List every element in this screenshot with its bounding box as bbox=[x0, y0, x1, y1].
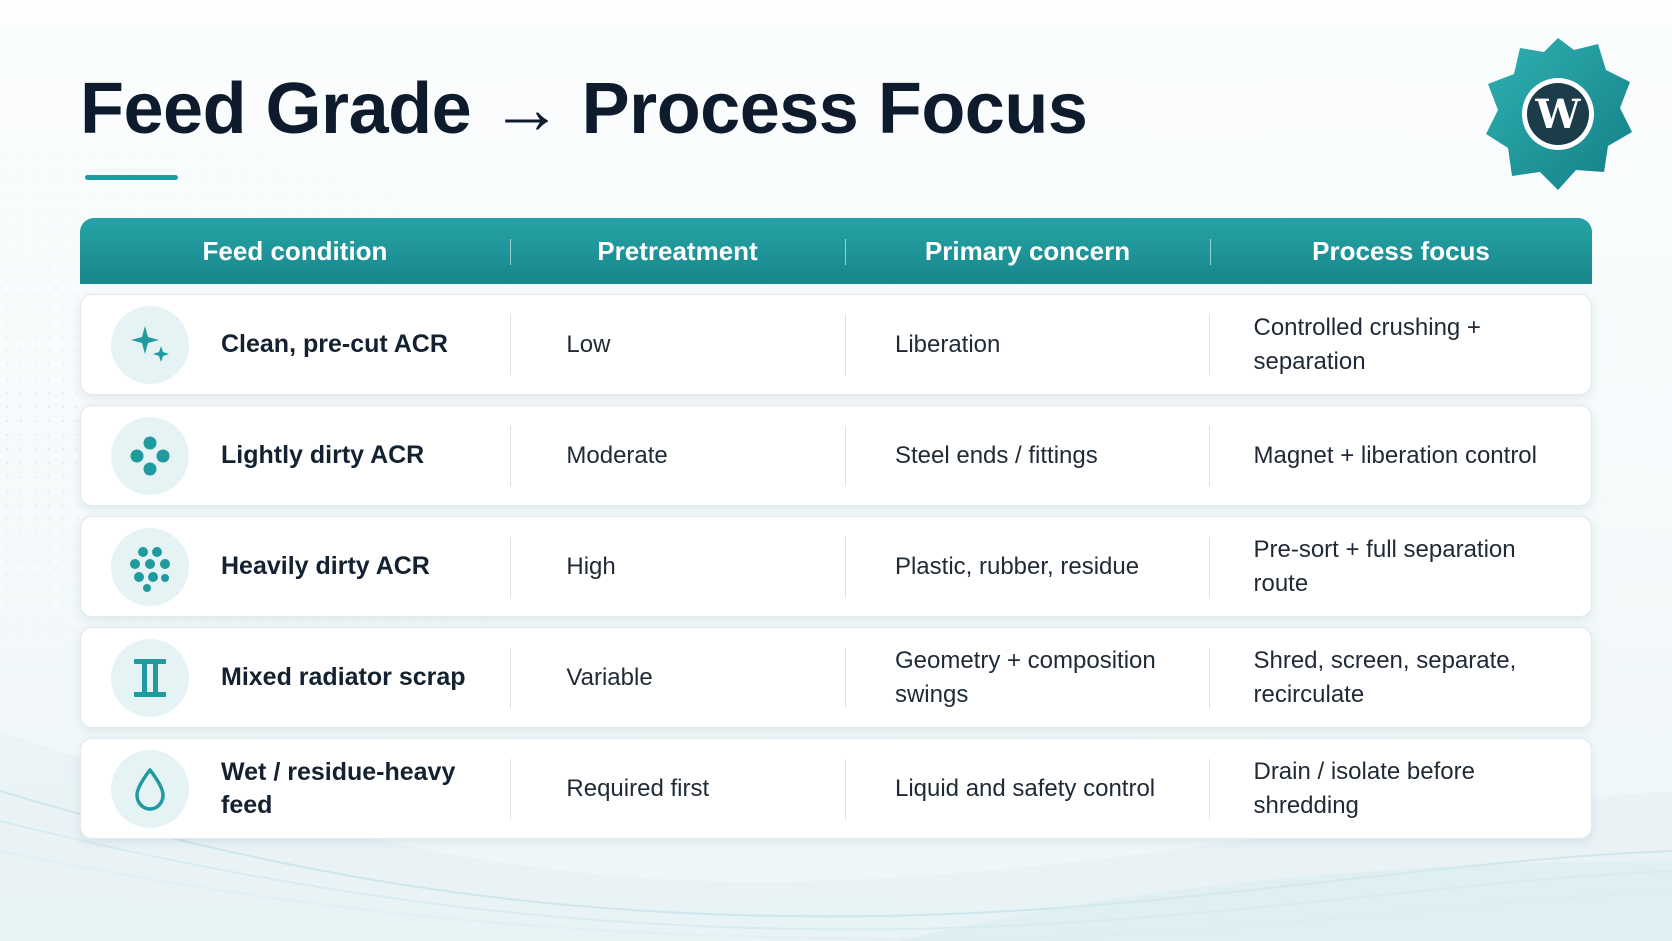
feed-condition-cell: Mixed radiator scrap bbox=[81, 628, 510, 727]
droplet-icon bbox=[111, 749, 189, 828]
table-header: Feed condition Pretreatment Primary conc… bbox=[80, 218, 1592, 284]
gear-logo-icon: W bbox=[1486, 38, 1632, 190]
feed-condition-label: Clean, pre-cut ACR bbox=[221, 330, 448, 358]
process-focus-cell: Shred, screen, separate, recirculate bbox=[1209, 628, 1591, 727]
process-focus-cell: Drain / isolate before shredding bbox=[1209, 739, 1591, 838]
feed-condition-label: Mixed radiator scrap bbox=[221, 663, 466, 691]
feed-condition-label: Heavily dirty ACR bbox=[221, 552, 430, 580]
feed-condition-label: Wet / residue-heavy feed bbox=[221, 757, 456, 819]
header-pretreatment: Pretreatment bbox=[510, 218, 845, 284]
feed-condition-cell: Wet / residue-heavy feed bbox=[81, 739, 510, 838]
primary-concern-cell: Liberation bbox=[844, 295, 1210, 394]
many-dots-icon bbox=[111, 527, 189, 606]
logo: W bbox=[1478, 30, 1638, 195]
feed-condition-cell: Clean, pre-cut ACR bbox=[81, 295, 510, 394]
table-row: Mixed radiator scrap Variable Geometry +… bbox=[80, 627, 1592, 728]
feed-condition-label: Lightly dirty ACR bbox=[221, 441, 425, 469]
process-focus-cell: Magnet + liberation control bbox=[1209, 406, 1591, 505]
sparkle-icon bbox=[111, 305, 189, 384]
primary-concern-cell: Steel ends / fittings bbox=[844, 406, 1210, 505]
process-table: Feed condition Pretreatment Primary conc… bbox=[80, 218, 1592, 839]
table-row: Lightly dirty ACR Moderate Steel ends / … bbox=[80, 405, 1592, 506]
four-dots-icon bbox=[111, 416, 189, 495]
feed-condition-cell: Lightly dirty ACR bbox=[81, 406, 510, 505]
feed-condition-cell: Heavily dirty ACR bbox=[81, 517, 510, 616]
primary-concern-cell: Plastic, rubber, residue bbox=[844, 517, 1210, 616]
pretreatment-cell: Moderate bbox=[510, 406, 845, 505]
background-waves bbox=[0, 731, 1672, 941]
process-focus-cell: Pre-sort + full separation route bbox=[1209, 517, 1591, 616]
page-title: Feed Grade → Process Focus bbox=[80, 69, 1088, 149]
pretreatment-cell: Low bbox=[510, 295, 845, 394]
table-row: Clean, pre-cut ACR Low Liberation Contro… bbox=[80, 294, 1592, 395]
table-row: Heavily dirty ACR High Plastic, rubber, … bbox=[80, 516, 1592, 617]
pretreatment-cell: Variable bbox=[510, 628, 845, 727]
table-row: Wet / residue-heavy feed Required first … bbox=[80, 738, 1592, 839]
pretreatment-cell: Required first bbox=[510, 739, 845, 838]
header-process-focus: Process focus bbox=[1210, 218, 1592, 284]
header-primary-concern: Primary concern bbox=[845, 218, 1210, 284]
beam-icon bbox=[111, 638, 189, 717]
pretreatment-cell: High bbox=[510, 517, 845, 616]
header-feed-condition: Feed condition bbox=[202, 235, 388, 266]
svg-text:W: W bbox=[1535, 91, 1582, 138]
title-underline bbox=[85, 175, 178, 180]
primary-concern-cell: Liquid and safety control bbox=[844, 739, 1210, 838]
process-focus-cell: Controlled crushing + separation bbox=[1209, 295, 1591, 394]
primary-concern-cell: Geometry + composition swings bbox=[844, 628, 1210, 727]
